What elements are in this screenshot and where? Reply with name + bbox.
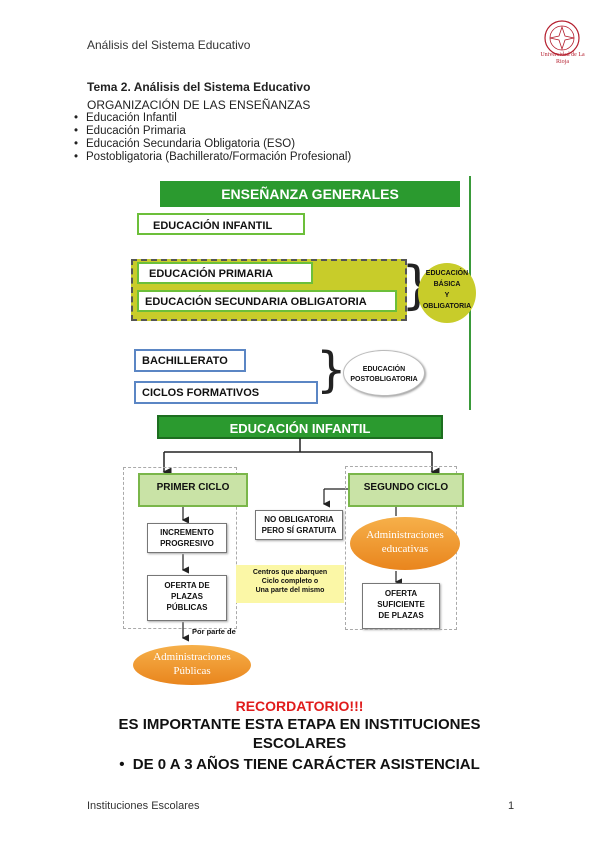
note-centros: Centros que abarquen Ciclo completo o Un…	[236, 565, 344, 603]
label-por-parte-de: Por parte de	[192, 627, 236, 636]
box-no-obligatoria: NO OBLIGATORIA PERO SÍ GRATUITA	[255, 510, 343, 540]
oval-administraciones-educativas: Administraciones educativas	[350, 517, 460, 570]
list-item: Educación Infantil	[72, 112, 351, 125]
ellipse-postobligatoria: EDUCACIÓN POSTOBLIGATORIA	[343, 350, 425, 396]
box-ciclos-formativos: CICLOS FORMATIVOS	[134, 381, 318, 404]
label-oferta-1: OFERTA DE	[164, 581, 210, 590]
box-educacion-primaria: EDUCACIÓN PRIMARIA	[137, 262, 313, 284]
label-adm-pub-2: Públicas	[173, 665, 211, 677]
frame-primer-ciclo	[123, 467, 237, 629]
footer-text: Instituciones Escolares	[87, 800, 200, 812]
label-oferta-3: PÚBLICAS	[166, 603, 208, 612]
bullet-dot: •	[119, 756, 133, 773]
box-bachillerato: BACHILLERATO	[134, 349, 246, 372]
box-segundo-ciclo: SEGUNDO CICLO	[348, 473, 464, 507]
label-suficiente-3: DE PLAZAS	[378, 611, 424, 620]
label-adm-edu-2: educativas	[381, 543, 429, 555]
box-oferta-plazas-publicas: OFERTA DE PLAZAS PÚBLICAS	[147, 575, 227, 621]
label-basica-4: OBLIGATORIA	[422, 303, 472, 310]
label-adm-pub-1: Administraciones	[153, 651, 231, 663]
diagram-header-infantil: EDUCACIÓN INFANTIL	[157, 415, 443, 439]
university-logo-text: Universidad de La Rioja	[540, 52, 585, 65]
page-number: 1	[508, 800, 515, 812]
label-suficiente-1: OFERTA	[384, 589, 418, 598]
page-header: Análisis del Sistema Educativo	[87, 38, 251, 52]
reminder-line-1: ES IMPORTANTE ESTA ETAPA EN INSTITUCIONE…	[118, 716, 481, 733]
label-post-1: EDUCACIÓN	[362, 366, 406, 373]
label-basica-2: BÁSICA	[433, 281, 461, 288]
label-no-oblig-2: PERO SÍ GRATUITA	[261, 526, 337, 535]
label-centros-3: Una parte del mismo	[255, 587, 325, 594]
reminder-line-2: ESCOLARES	[252, 735, 347, 752]
label-no-oblig-1: NO OBLIGATORIA	[264, 515, 334, 524]
label-basica-1: EDUCACIÓN	[425, 270, 469, 277]
bullet-list: Educación Infantil Educación Primaria Ed…	[72, 112, 351, 164]
diagram-header-ensenanza: ENSEÑANZA GENERALES	[160, 181, 460, 207]
oval-administraciones-publicas: Administraciones Públicas	[133, 645, 251, 685]
label-centros-2: Ciclo completo o	[261, 578, 319, 585]
box-oferta-suficiente: OFERTA SUFICIENTE DE PLAZAS	[362, 583, 440, 629]
label-incremento-1: INCREMENTO	[160, 528, 214, 537]
ellipse-educacion-basica: EDUCACIÓN BÁSICA Y OBLIGATORIA	[418, 263, 476, 323]
label-oferta-2: PLAZAS	[171, 592, 203, 601]
reminder-line-3: • DE 0 A 3 AÑOS TIENE CARÁCTER ASISTENCI…	[0, 756, 599, 773]
label-centros-1: Centros que abarquen	[252, 569, 328, 576]
label-adm-edu-1: Administraciones	[366, 529, 444, 541]
section-subtitle: ORGANIZACIÓN DE LAS ENSEÑANZAS	[87, 98, 311, 112]
label-suficiente-2: SUFICIENTE	[377, 600, 425, 609]
label-incremento-2: PROGRESIVO	[160, 539, 214, 548]
box-educacion-infantil: EDUCACIÓN INFANTIL	[137, 213, 305, 235]
box-primer-ciclo: PRIMER CICLO	[138, 473, 248, 507]
box-incremento-progresivo: INCREMENTO PROGRESIVO	[147, 523, 227, 553]
label-basica-3: Y	[444, 292, 450, 299]
label-post-2: POSTOBLIGATORIA	[350, 376, 418, 383]
box-educacion-secundaria: EDUCACIÓN SECUNDARIA OBLIGATORIA	[137, 290, 397, 312]
page-title: Tema 2. Análisis del Sistema Educativo	[87, 80, 311, 94]
diagram-connectors	[162, 438, 440, 642]
list-item: Educación Secundaria Obligatoria (ESO)	[72, 138, 351, 151]
reminder-line-3-text: DE 0 A 3 AÑOS TIENE CARÁCTER ASISTENCIAL	[132, 756, 480, 773]
university-seal-icon	[544, 20, 580, 56]
brace-postobligatoria: }	[316, 342, 347, 398]
list-item: Educación Primaria	[72, 125, 351, 138]
reminder-title: RECORDATORIO!!!	[235, 698, 364, 714]
list-item: Postobligatoria (Bachillerato/Formación …	[72, 151, 351, 164]
